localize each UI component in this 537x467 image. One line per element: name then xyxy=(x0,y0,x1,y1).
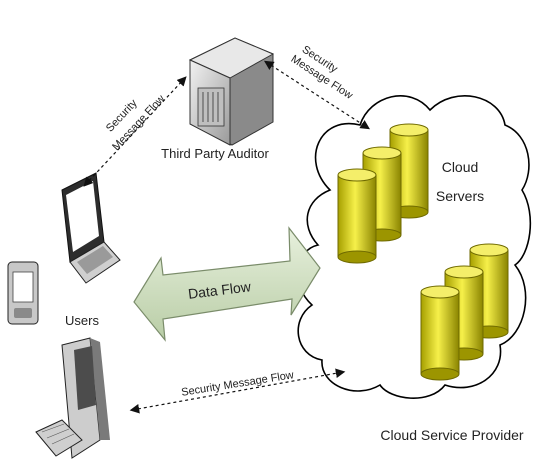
data-flow-arrow xyxy=(133,226,321,342)
laptop-icon xyxy=(61,172,121,284)
cloud-servers-label-1: Cloud xyxy=(442,159,479,175)
auditor-cloud-flow-line xyxy=(263,60,371,130)
cloud-servers-label-2: Servers xyxy=(436,188,484,204)
auditor-label: Third Party Auditor xyxy=(161,146,269,161)
users-label: Users xyxy=(65,313,99,328)
users-cloud-flow-label: Security Message Flow xyxy=(180,369,294,399)
server-icon xyxy=(188,37,275,146)
desktop-computer-icon xyxy=(35,337,110,459)
cloud-provider-label: Cloud Service Provider xyxy=(380,427,524,443)
users-auditor-flow-line xyxy=(83,76,187,187)
pda-icon xyxy=(7,261,39,325)
data-flow-label: Data Flow xyxy=(187,278,252,302)
